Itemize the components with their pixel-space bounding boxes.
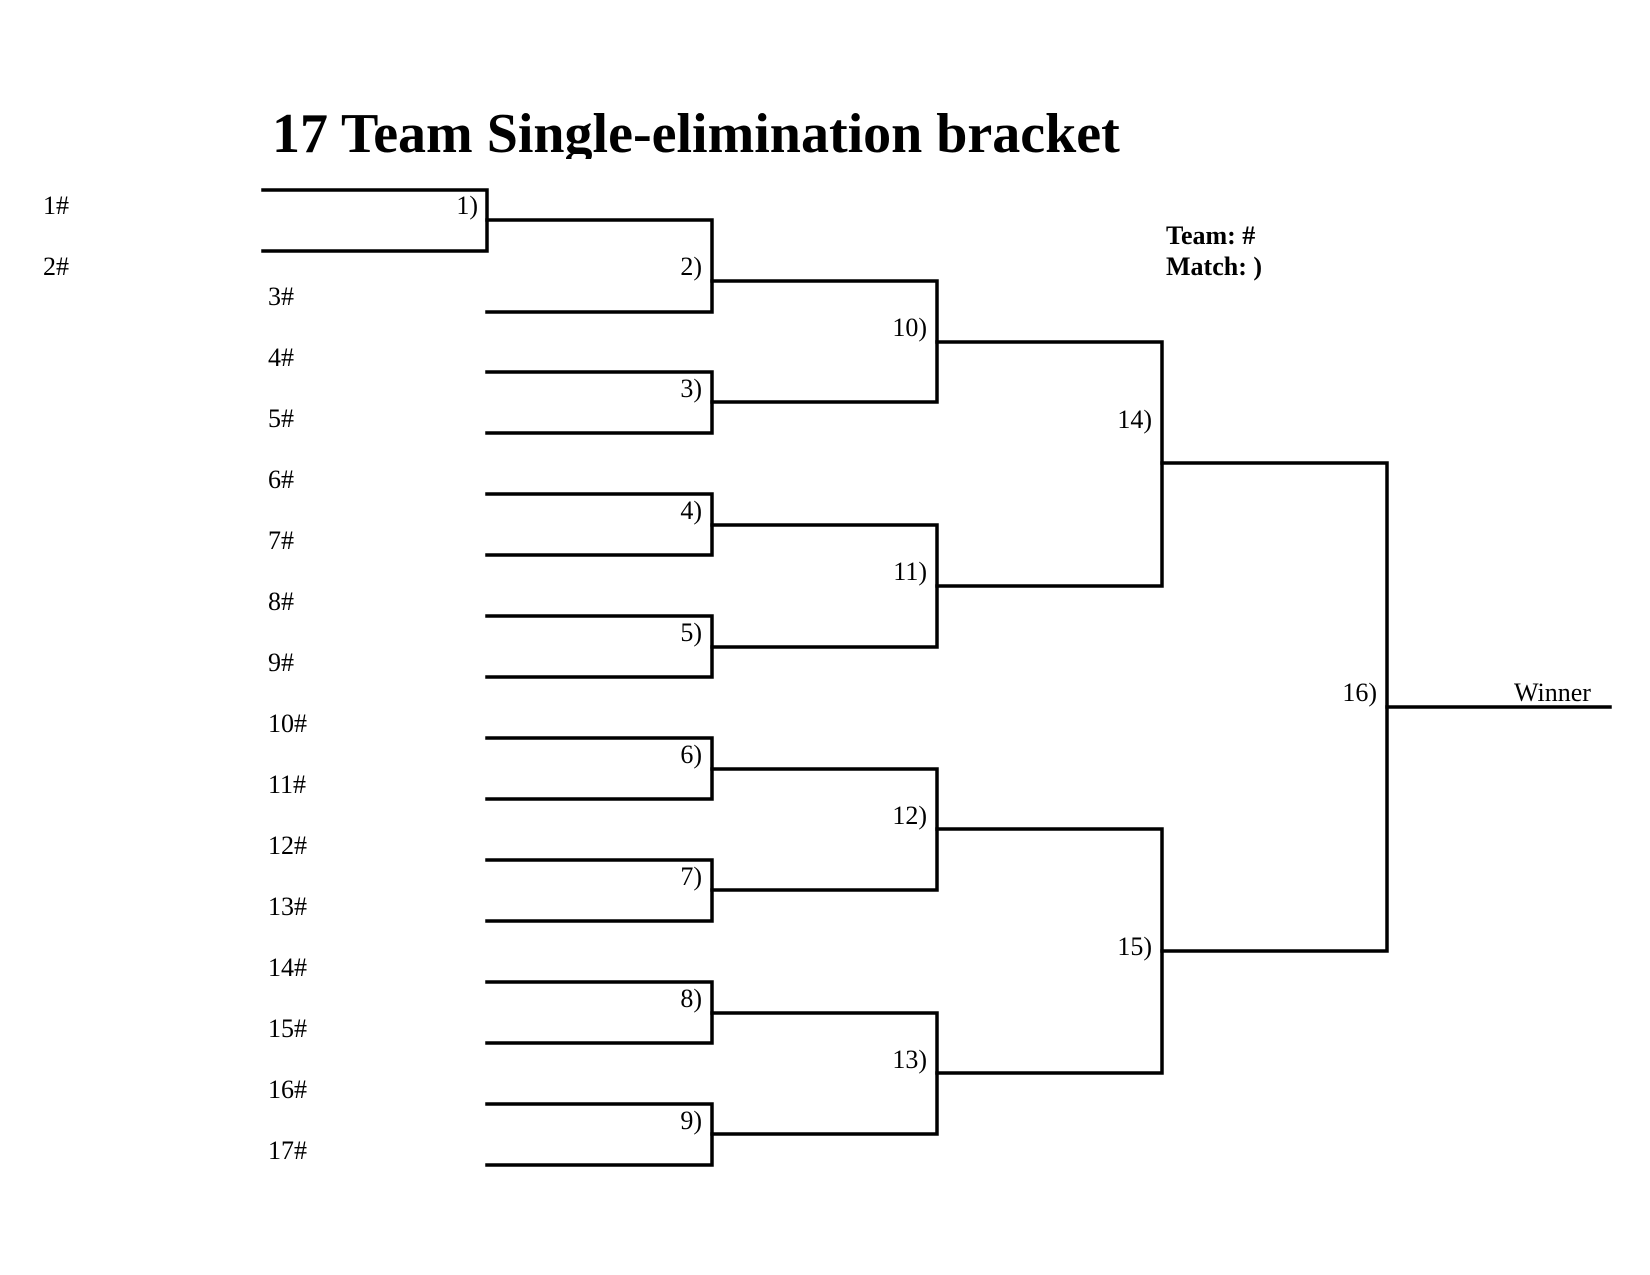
legend: Team: # Match: )	[1166, 220, 1262, 282]
page-title: 17 Team Single-elimination bracket	[272, 103, 1120, 159]
match-label: 10)	[892, 313, 927, 342]
team-label: 16#	[268, 1075, 307, 1104]
team-label: 15#	[268, 1014, 307, 1043]
team-label: 4#	[268, 343, 294, 372]
match-label: 3)	[680, 374, 702, 403]
team-label: 9#	[268, 648, 294, 677]
team-label: 6#	[268, 465, 294, 494]
team-label: 12#	[268, 831, 307, 860]
match-label: 5)	[680, 618, 702, 647]
match-7-bracket	[485, 858, 714, 923]
match-label: 8)	[680, 984, 702, 1013]
match-label: 11)	[893, 557, 927, 586]
match-label: 1)	[456, 191, 478, 220]
match-6-bracket	[485, 736, 714, 801]
team-label: 11#	[268, 770, 307, 799]
match-label: 2)	[680, 252, 702, 281]
match-label: 13)	[892, 1045, 927, 1074]
match-3-bracket	[485, 370, 714, 435]
team-label: 3#	[268, 282, 294, 311]
match-label: 7)	[680, 862, 702, 891]
team-label: 1#	[43, 191, 69, 220]
team-label: 13#	[268, 892, 307, 921]
legend-match: Match: )	[1166, 252, 1263, 281]
team-label: 5#	[268, 404, 294, 433]
match-label: 6)	[680, 740, 702, 769]
match-label: 16)	[1342, 678, 1377, 707]
match-label: 4)	[680, 496, 702, 525]
winner-label: Winner	[1514, 678, 1591, 707]
match-label: 12)	[892, 801, 927, 830]
match-5-bracket	[485, 614, 714, 679]
team-label: 10#	[268, 709, 307, 738]
match-label: 14)	[1117, 405, 1152, 434]
match-8-bracket	[485, 980, 714, 1045]
match-label: 9)	[680, 1106, 702, 1135]
match-9-bracket	[485, 1102, 714, 1167]
team-label: 17#	[268, 1136, 307, 1165]
match-1-bracket	[261, 188, 489, 253]
match-label: 15)	[1117, 932, 1152, 961]
match-2-bracket	[485, 218, 714, 314]
team-label: 7#	[268, 526, 294, 555]
team-label: 2#	[43, 252, 69, 281]
match-14-bracket	[935, 340, 1164, 588]
legend-team: Team: #	[1166, 221, 1256, 250]
team-label: 8#	[268, 587, 294, 616]
team-label: 14#	[268, 953, 307, 982]
match-4-bracket	[485, 492, 714, 557]
